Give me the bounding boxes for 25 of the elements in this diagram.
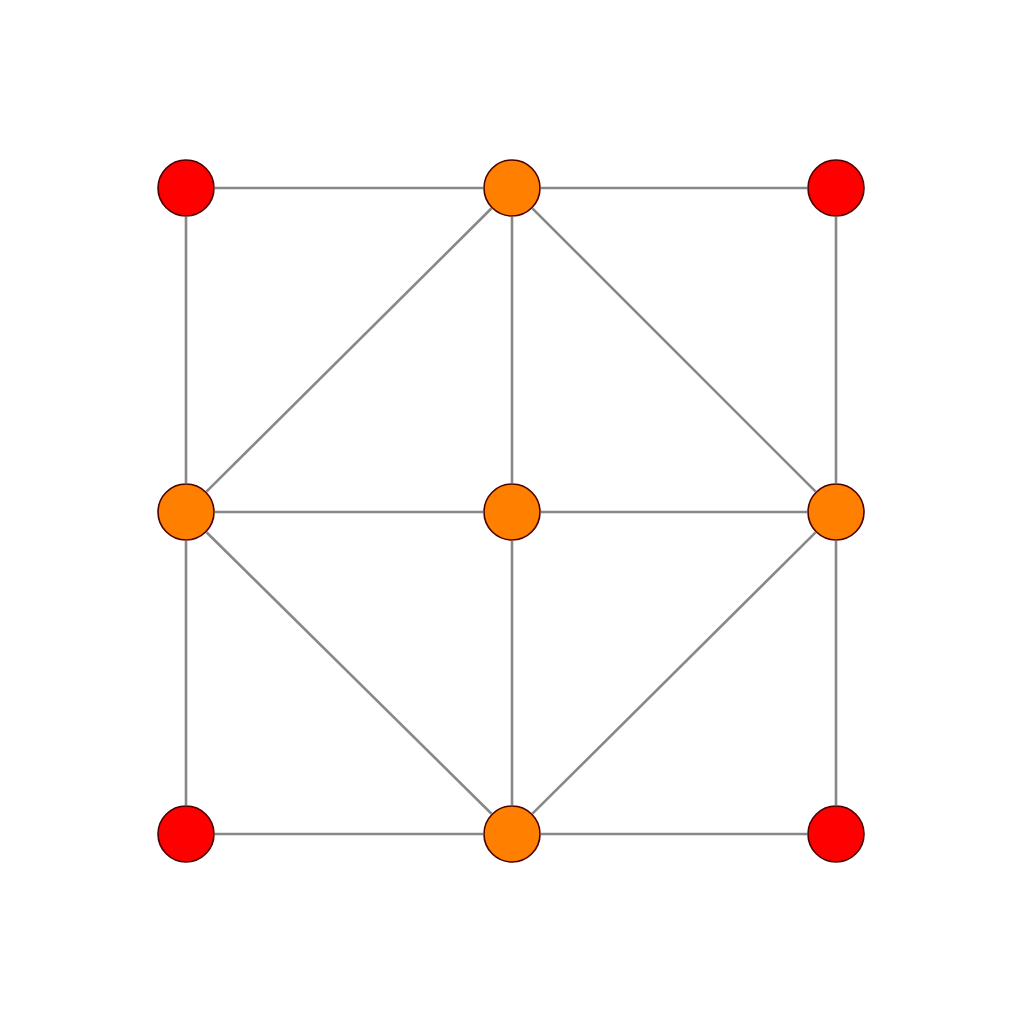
edge-line <box>540 186 808 190</box>
edge-line <box>214 186 484 190</box>
graph-vertex <box>483 159 541 217</box>
edge-line <box>834 216 838 484</box>
graph-vertex <box>157 483 215 541</box>
edge-line <box>510 540 514 806</box>
graph-vertex <box>807 805 865 863</box>
edge-line <box>205 207 493 493</box>
graph-vertex <box>157 159 215 217</box>
graph-vertex <box>807 483 865 541</box>
edge-line <box>214 510 484 514</box>
graph-vertex <box>807 159 865 217</box>
edge-line <box>531 531 817 815</box>
edge-line <box>834 540 838 806</box>
edge-line <box>184 540 188 806</box>
edge-line <box>205 531 493 815</box>
edge-line <box>531 207 817 493</box>
edge-line <box>510 216 514 484</box>
graph-vertex <box>483 483 541 541</box>
edge-line <box>540 510 808 514</box>
edge-line <box>214 832 484 836</box>
edge-line <box>184 216 188 484</box>
graph-vertex <box>157 805 215 863</box>
graph-vertex <box>483 805 541 863</box>
edge-line <box>540 832 808 836</box>
